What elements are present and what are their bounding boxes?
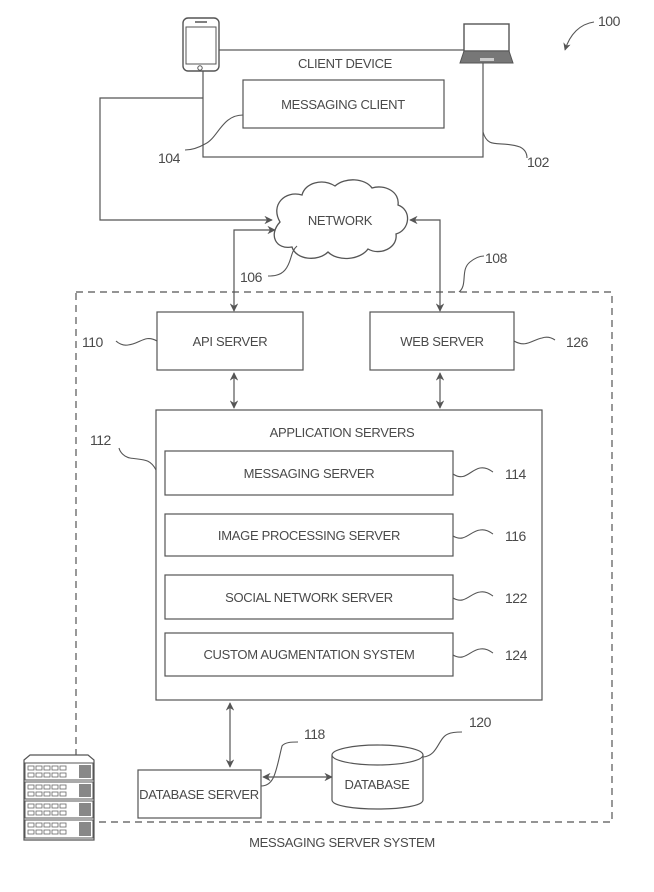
social-network-server: SOCIAL NETWORK SERVER 122 xyxy=(164,574,528,620)
database-server-label: DATABASE SERVER xyxy=(139,787,259,802)
messaging-server: MESSAGING SERVER 114 xyxy=(164,450,527,496)
web-server-label: WEB SERVER xyxy=(400,334,483,349)
ref-110-label: 110 xyxy=(82,334,104,350)
messaging-client-label: MESSAGING CLIENT xyxy=(281,97,405,112)
network-cloud: NETWORK 106 xyxy=(240,179,409,285)
ref-100-label: 100 xyxy=(598,13,621,29)
laptop-icon xyxy=(459,23,514,64)
custom-augmentation-system: CUSTOM AUGMENTATION SYSTEM 124 xyxy=(164,632,528,677)
client-device: CLIENT DEVICE 102 xyxy=(202,49,550,170)
ref-112-label: 112 xyxy=(90,432,112,448)
client-device-label: CLIENT DEVICE xyxy=(298,56,393,71)
phone-network-connector xyxy=(99,97,273,225)
messaging-server-label: MESSAGING SERVER xyxy=(244,466,375,481)
web-server: WEB SERVER 126 xyxy=(369,311,589,371)
ref-108-label: 108 xyxy=(485,250,508,266)
image-processing-server-label: IMAGE PROCESSING SERVER xyxy=(218,528,400,543)
messaging-client: MESSAGING CLIENT 104 xyxy=(158,79,445,166)
network-label: NETWORK xyxy=(308,213,373,228)
social-network-server-label: SOCIAL NETWORK SERVER xyxy=(225,590,393,605)
ref-114-label: 114 xyxy=(505,466,527,482)
application-servers-label: APPLICATION SERVERS xyxy=(270,425,415,440)
network-web-connector xyxy=(409,215,445,312)
network-api-connector xyxy=(229,225,276,312)
ref-106-label: 106 xyxy=(240,269,263,285)
ref-124-label: 124 xyxy=(505,647,528,663)
ref-102-label: 102 xyxy=(527,154,550,170)
custom-augmentation-system-label: CUSTOM AUGMENTATION SYSTEM xyxy=(203,647,414,662)
application-servers: APPLICATION SERVERS 112 MESSAGING SERVER… xyxy=(90,409,543,701)
image-processing-server: IMAGE PROCESSING SERVER 116 xyxy=(164,513,527,557)
database-label: DATABASE xyxy=(344,777,410,792)
messaging-server-system: 108 MESSAGING SERVER SYSTEM xyxy=(75,250,613,850)
messaging-server-system-label: MESSAGING SERVER SYSTEM xyxy=(249,835,435,850)
ref-120-label: 120 xyxy=(469,714,492,730)
api-server: API SERVER 110 xyxy=(82,311,304,371)
api-server-label: API SERVER xyxy=(193,334,268,349)
server-rack-icon xyxy=(23,754,95,841)
figure-ref-100: 100 xyxy=(563,13,621,51)
database-cylinder: DATABASE 120 xyxy=(331,714,492,810)
ref-104-label: 104 xyxy=(158,150,181,166)
ref-116-label: 116 xyxy=(505,528,527,544)
ref-126-label: 126 xyxy=(566,334,589,350)
database-server: DATABASE SERVER 118 xyxy=(137,726,326,819)
smartphone-icon xyxy=(182,17,220,72)
ref-122-label: 122 xyxy=(505,590,528,606)
ref-118-label: 118 xyxy=(304,726,326,742)
